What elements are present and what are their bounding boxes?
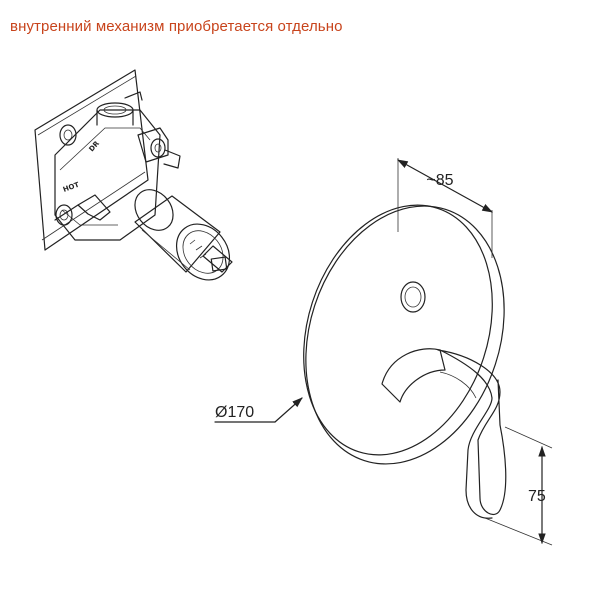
mounting-plate (34, 69, 149, 251)
valve-housing (54, 109, 161, 241)
depth-label: ~85 (426, 172, 453, 189)
diameter-label: Ø170 (215, 404, 254, 421)
cover-plate-back (305, 205, 505, 465)
trim-plate-assembly (303, 204, 507, 519)
hot-label: HOT (62, 181, 81, 194)
dr-label: DR (88, 139, 102, 153)
lever-base (381, 348, 446, 403)
depth-dimension: ~85 (397, 158, 493, 258)
lever-handle (437, 349, 507, 515)
diameter-dimension: Ø170 (214, 397, 303, 423)
caption-note: внутренний механизм приобретается отдель… (10, 18, 343, 35)
diverter-button (400, 281, 426, 313)
concealed-valve-body: DR HOT (34, 69, 233, 281)
height-label: 75 (528, 488, 546, 505)
height-dimension: 75 (484, 426, 553, 546)
